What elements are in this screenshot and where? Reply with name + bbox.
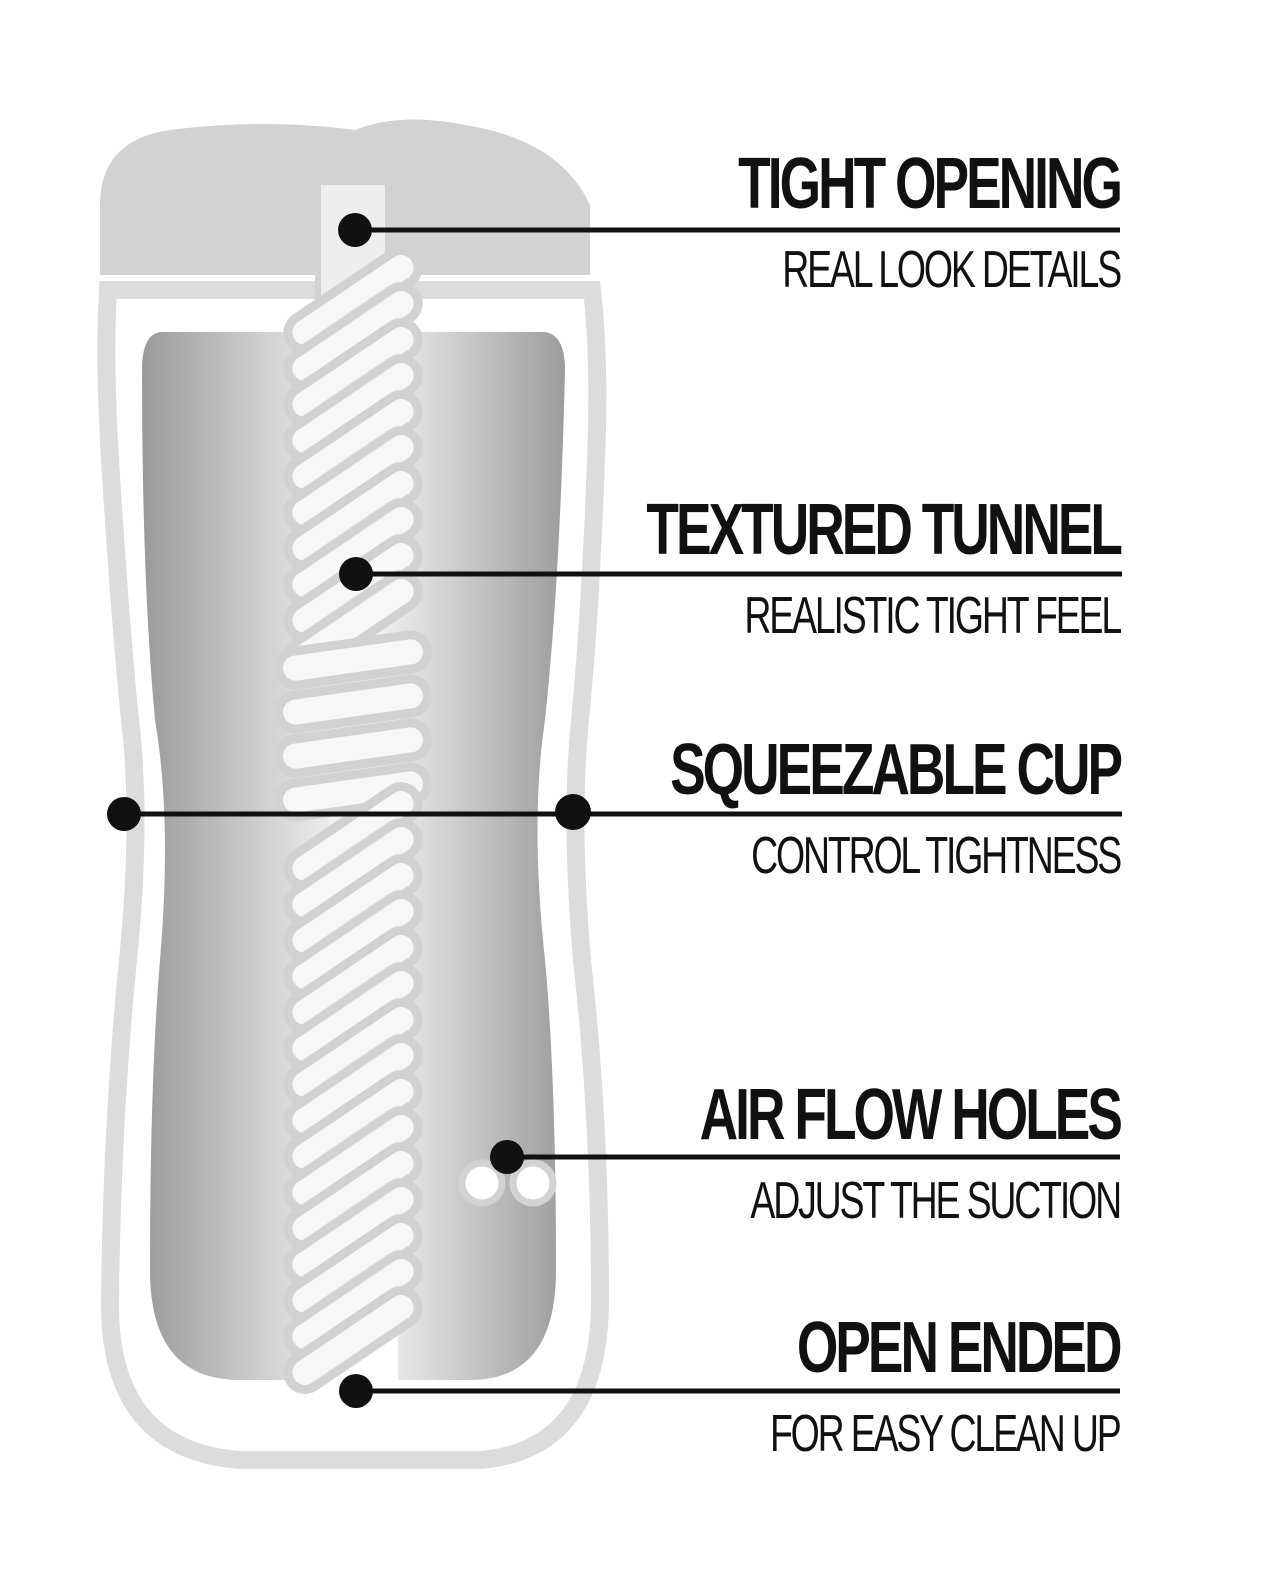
tunnel-rib xyxy=(274,630,432,690)
dot-textured-tunnel xyxy=(339,557,373,591)
callout-open-ended: OPEN ENDED FOR EASY CLEAN UP xyxy=(634,1308,1123,1463)
callout-tight-opening: TIGHT OPENING REAL LOOK DETAILS xyxy=(604,144,1123,299)
callout-title: TIGHT OPENING xyxy=(738,144,1123,224)
dot-squeezable-cup-left xyxy=(107,797,141,831)
tunnel-rib xyxy=(283,1286,423,1394)
callout-subtitle: FOR EASY CLEAN UP xyxy=(770,1405,1122,1463)
callout-subtitle: REALISTIC TIGHT FEEL xyxy=(744,587,1122,645)
dot-squeezable-cup-right xyxy=(555,794,591,830)
leader-squeezable-cup xyxy=(107,794,1122,831)
textured-tunnel-ribs xyxy=(274,246,432,1394)
air-flow-hole-2 xyxy=(509,1159,557,1207)
dot-air-flow-holes xyxy=(490,1140,524,1174)
tunnel-rib xyxy=(274,674,432,734)
leader-open-ended xyxy=(339,1374,1120,1408)
leader-air-flow-holes xyxy=(490,1140,1120,1174)
leader-textured-tunnel xyxy=(339,557,1122,591)
callout-subtitle: CONTROL TIGHTNESS xyxy=(751,827,1122,885)
dot-open-ended xyxy=(339,1374,373,1408)
callout-title: SQUEEZABLE CUP xyxy=(670,730,1123,810)
callout-subtitle: ADJUST THE SUCTION xyxy=(750,1172,1122,1230)
callout-squeezable-cup: SQUEEZABLE CUP CONTROL TIGHTNESS xyxy=(512,730,1123,885)
callout-air-flow-holes: AIR FLOW HOLES ADJUST THE SUCTION xyxy=(552,1075,1123,1230)
dot-tight-opening xyxy=(338,213,372,247)
callout-subtitle: REAL LOOK DETAILS xyxy=(782,241,1122,299)
callout-title: TEXTURED TUNNEL xyxy=(646,490,1123,570)
leader-tight-opening xyxy=(338,213,1120,247)
callout-title: AIR FLOW HOLES xyxy=(699,1075,1123,1155)
callout-textured-tunnel: TEXTURED TUNNEL REALISTIC TIGHT FEEL xyxy=(480,490,1123,645)
callout-title: OPEN ENDED xyxy=(797,1308,1123,1388)
tunnel-rib xyxy=(274,718,432,778)
air-flow-hole-1 xyxy=(458,1159,506,1207)
